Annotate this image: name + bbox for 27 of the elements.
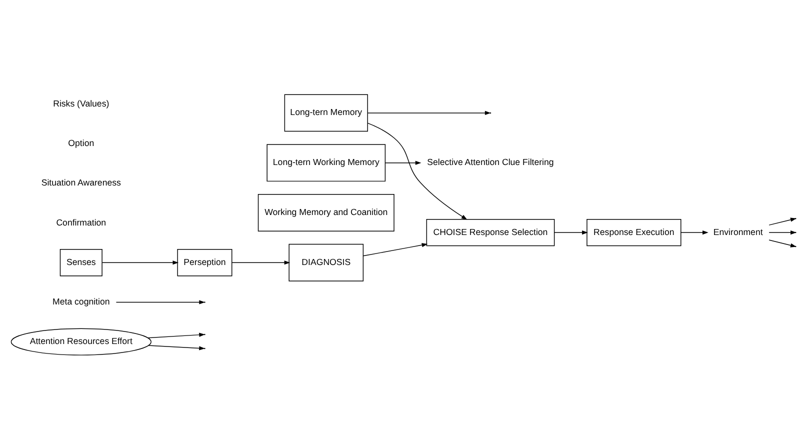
label: Confirmation xyxy=(56,217,106,228)
node-box: CHOISE Response Selection xyxy=(426,218,555,246)
arrow xyxy=(232,260,290,265)
node-ellipse: Attention Resources Effort xyxy=(10,328,152,356)
node-box: Working Memory and Coanition xyxy=(258,194,394,232)
node-text: Environment xyxy=(713,226,763,237)
node-box: Response Execution xyxy=(586,218,682,246)
node-box: Long-tern Memory xyxy=(284,94,368,132)
arrow xyxy=(148,332,205,338)
node-box: DIAGNOSIS xyxy=(288,244,364,282)
node-text: Selective Attention Clue Filtering xyxy=(427,157,554,168)
arrow xyxy=(384,160,422,165)
arrow xyxy=(362,243,428,256)
arrow xyxy=(367,110,491,115)
arrow xyxy=(367,122,468,220)
label: Risks (Values) xyxy=(53,98,110,108)
arrow xyxy=(554,230,588,235)
arrow xyxy=(102,260,179,265)
arrow xyxy=(148,345,205,350)
arrow xyxy=(680,230,708,235)
node-text: Meta cognition xyxy=(52,296,110,307)
label: Option xyxy=(68,138,94,148)
arrow xyxy=(116,300,206,304)
node-box: Senses xyxy=(60,249,102,276)
node-box: Perseption xyxy=(177,249,232,276)
node-box: Long-tern Working Memory xyxy=(266,144,386,182)
label: Situation Awareness xyxy=(41,178,121,188)
